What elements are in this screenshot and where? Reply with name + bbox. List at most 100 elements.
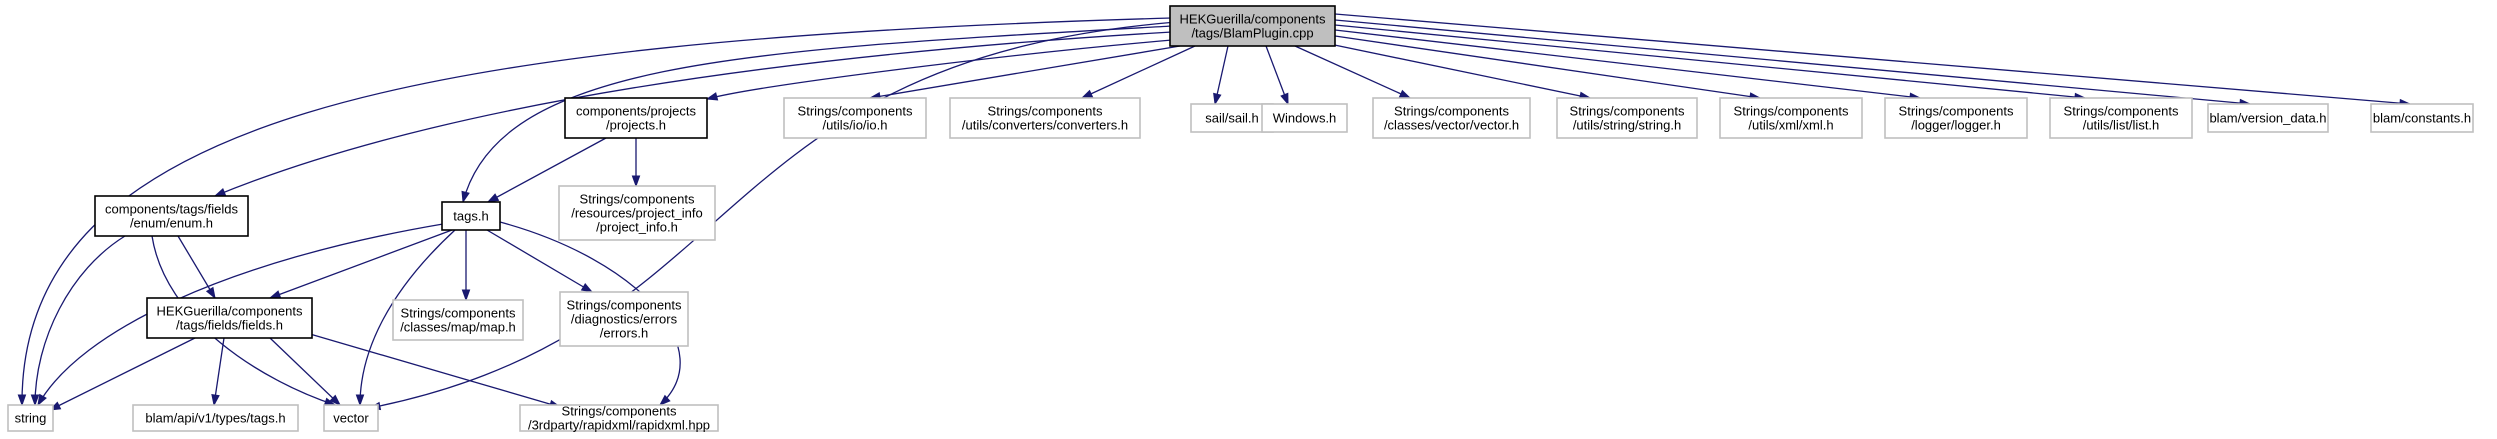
edge-fields_h-to-vector bbox=[269, 337, 341, 406]
node-vector-h[interactable]: Strings/components/classes/vector/vector… bbox=[1372, 97, 1531, 139]
node-errors-h[interactable]: Strings/components/diagnostics/errors/er… bbox=[559, 291, 689, 347]
node-box bbox=[132, 404, 299, 432]
edge-arrowhead bbox=[213, 188, 227, 197]
node-fields-h[interactable]: HEKGuerilla/components/tags/fields/field… bbox=[146, 297, 313, 339]
edge-arrowhead bbox=[1213, 92, 1222, 106]
edge-root-to-projects_h bbox=[706, 39, 1173, 100]
edge-arrowhead bbox=[631, 175, 641, 188]
node-label-line: /projects.h bbox=[606, 118, 666, 133]
edge-fields_h-to-rapidxml_hpp bbox=[309, 333, 561, 408]
node-version-data-h[interactable]: blam/version_data.h bbox=[2207, 103, 2329, 133]
edge-root-to-vector bbox=[369, 19, 1206, 409]
node-enum-h[interactable]: components/tags/fields/enum/enum.h bbox=[94, 195, 249, 237]
node-box bbox=[1719, 97, 1863, 139]
node-string[interactable]: string bbox=[7, 404, 54, 432]
edge-root-to-list_h bbox=[1334, 24, 2086, 99]
node-box bbox=[519, 404, 719, 432]
node-io-h[interactable]: Strings/components/utils/io/io.h bbox=[783, 97, 927, 139]
edges-layer bbox=[17, 13, 2412, 411]
edge-root-to-tags_h bbox=[462, 25, 1173, 203]
node-label-line: /utils/xml/xml.h bbox=[1748, 118, 1833, 133]
edge-root-to-io_h bbox=[869, 45, 1181, 99]
edge-enum_h-to-fields_h bbox=[177, 235, 216, 299]
node-project-info-h[interactable]: Strings/components/resources/project_inf… bbox=[558, 185, 716, 241]
node-box bbox=[2049, 97, 2193, 139]
node-label-line: tags.h bbox=[453, 209, 488, 224]
node-box bbox=[441, 201, 501, 231]
node-vector[interactable]: vector bbox=[323, 404, 379, 432]
node-label-line: /utils/io/io.h bbox=[822, 118, 887, 133]
node-api-tags-h[interactable]: blam/api/v1/types/tags.h bbox=[132, 404, 299, 432]
edge-arrowhead bbox=[30, 394, 40, 407]
edge-root-to-string bbox=[21, 17, 1173, 406]
node-map-h[interactable]: Strings/components/classes/map/map.h bbox=[392, 299, 524, 341]
node-box bbox=[146, 297, 313, 339]
node-box bbox=[1884, 97, 2028, 139]
edge-arrowhead bbox=[329, 394, 342, 407]
node-box bbox=[2207, 103, 2329, 133]
node-box bbox=[949, 97, 1141, 139]
node-xml-h[interactable]: Strings/components/utils/xml/xml.h bbox=[1719, 97, 1863, 139]
node-label-line: Strings/components bbox=[1734, 104, 1849, 119]
node-label-line: components/tags/fields bbox=[105, 202, 238, 217]
node-constants-h[interactable]: blam/constants.h bbox=[2370, 103, 2474, 133]
node-label-line: /tags/BlamPlugin.cpp bbox=[1191, 26, 1313, 41]
edge-root-to-vector_h bbox=[1294, 45, 1411, 99]
edge-arrowhead bbox=[37, 393, 47, 407]
node-converters-h[interactable]: Strings/components/utils/converters/conv… bbox=[949, 97, 1141, 139]
edge-arrowhead bbox=[205, 286, 216, 300]
edge-arrowhead bbox=[658, 394, 671, 406]
edge-tags_h-to-fields_h bbox=[269, 229, 453, 299]
node-projects-h[interactable]: components/projects/projects.h bbox=[564, 97, 708, 139]
node-box bbox=[1190, 103, 1274, 133]
edge-fields_h-to-string bbox=[49, 337, 196, 411]
node-tags-h[interactable]: tags.h bbox=[441, 201, 501, 231]
edge-projects_h-to-tags_h bbox=[487, 137, 607, 203]
node-root: HEKGuerilla/components/tags/BlamPlugin.c… bbox=[1169, 5, 1336, 47]
node-label-line: /utils/list/list.h bbox=[2083, 118, 2160, 133]
node-rapidxml-hpp[interactable]: Strings/components/3rdparty/rapidxml/rap… bbox=[519, 404, 719, 433]
node-box bbox=[392, 299, 524, 341]
edge-arrowhead bbox=[580, 282, 594, 293]
edge-arrowhead bbox=[461, 289, 471, 302]
edge-root-to-string_h bbox=[1319, 41, 1591, 99]
node-box bbox=[94, 195, 249, 237]
node-label-line: HEKGuerilla/components bbox=[157, 304, 303, 319]
edge-arrowhead bbox=[268, 290, 282, 299]
edge-arrowhead bbox=[1080, 89, 1094, 99]
edge-fields_h-to-api_tags_h bbox=[213, 337, 225, 406]
node-label-line: HEKGuerilla/components bbox=[1180, 12, 1326, 27]
node-label-line: sail/sail.h bbox=[1205, 111, 1258, 126]
edge-enum_h-to-string bbox=[34, 235, 126, 406]
node-label-line: /diagnostics/errors bbox=[571, 312, 678, 327]
node-box bbox=[1372, 97, 1531, 139]
node-label-line: /enum/enum.h bbox=[130, 216, 213, 231]
node-label-line: blam/constants.h bbox=[2373, 111, 2471, 126]
node-label-line: Strings/components bbox=[1570, 104, 1685, 119]
node-label-line: Windows.h bbox=[1273, 111, 1337, 126]
edge-arrowhead bbox=[705, 92, 719, 101]
node-label-line: /resources/project_info bbox=[571, 206, 703, 221]
edge-tags_h-to-errors_h bbox=[486, 229, 593, 293]
node-box bbox=[1169, 5, 1336, 47]
node-sail-h[interactable]: sail/sail.h bbox=[1190, 103, 1274, 133]
node-box bbox=[558, 185, 716, 241]
node-list-h[interactable]: Strings/components/utils/list/list.h bbox=[2049, 97, 2193, 139]
node-windows-h[interactable]: Windows.h bbox=[1261, 103, 1348, 133]
edge-root-to-converters_h bbox=[1081, 45, 1196, 99]
node-label-line: Strings/components bbox=[988, 104, 1103, 119]
node-box bbox=[783, 97, 927, 139]
node-box bbox=[1261, 103, 1348, 133]
node-label-line: components/projects bbox=[576, 104, 696, 119]
node-label-line: /utils/converters/converters.h bbox=[962, 118, 1128, 133]
node-box bbox=[1556, 97, 1698, 139]
node-label-line: /logger/logger.h bbox=[1911, 118, 2001, 133]
node-label-line: /3rdparty/rapidxml/rapidxml.hpp bbox=[528, 418, 710, 433]
edge-arrowhead bbox=[461, 190, 470, 204]
edge-arrowhead bbox=[355, 394, 365, 407]
node-string-h[interactable]: Strings/components/utils/string/string.h bbox=[1556, 97, 1698, 139]
node-logger-h[interactable]: Strings/components/logger/logger.h bbox=[1884, 97, 2028, 139]
node-label-line: /classes/map/map.h bbox=[400, 320, 516, 335]
node-label-line: Strings/components bbox=[567, 298, 682, 313]
node-label-line: Strings/components bbox=[1899, 104, 2014, 119]
